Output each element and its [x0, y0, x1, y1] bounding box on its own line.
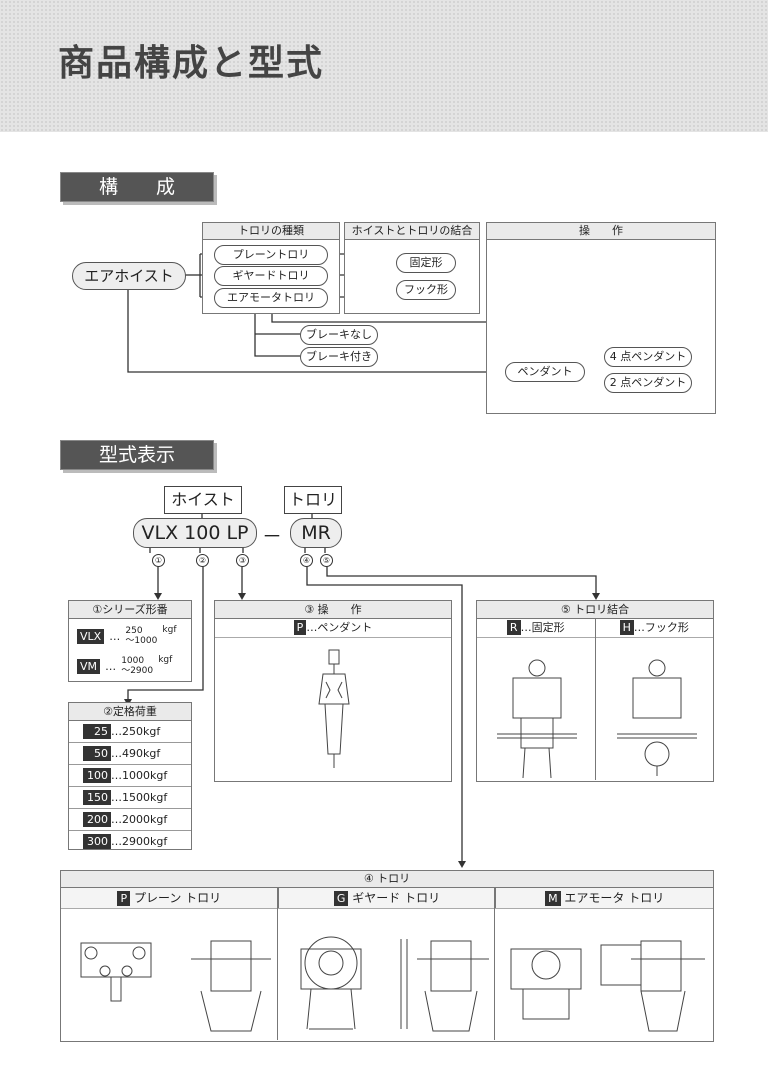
model-code-hoist: VLX 100 LP	[133, 518, 257, 548]
section-heading-model: 型式表示	[60, 440, 214, 470]
trolley-label: トロリ	[284, 486, 342, 514]
capacity-row: 50…490kgf	[69, 743, 191, 765]
header-band	[0, 0, 768, 132]
page-title: 商品構成と型式	[58, 43, 325, 84]
capacity-box: ②定格荷重 25…250kgf 50…490kgf 100…1000kgf 15…	[68, 702, 192, 850]
trolley-detail-header: ④ トロリ	[61, 871, 713, 888]
coupling-fixed-item: R…固定形	[477, 619, 596, 637]
coupling-header: ホイストとトロリの結合	[345, 223, 479, 240]
trolley-drawings	[80, 936, 705, 1032]
series-item-vm: VM … 1000 ～2900 kgf	[77, 655, 189, 676]
trolley-airmotor-item: M エアモータ トロリ	[496, 888, 713, 908]
capacity-row: 200…2000kgf	[69, 809, 191, 831]
coupling-detail-box: ⑤ トロリ結合 R…固定形 H…フック形	[476, 600, 714, 782]
operation-detail-box: ③ 操 作 P…ペンダント	[214, 600, 452, 782]
trolley-detail-box: ④ トロリ P プレーン トロリ G ギヤード トロリ M エアモータ トロリ	[60, 870, 714, 1042]
series-code: VM	[77, 659, 101, 674]
marker-2: ②	[196, 554, 209, 567]
pendant-4point: 4 点ペンダント	[604, 347, 692, 367]
pendant-node: ペンダント	[505, 362, 585, 382]
pendant-drawing	[318, 649, 350, 768]
operation-detail-header: ③ 操 作	[215, 601, 451, 619]
operation-header: 操 作	[487, 223, 715, 240]
capacity-row: 25…250kgf	[69, 721, 191, 743]
series-header: ①シリーズ形番	[69, 601, 191, 619]
series-item-vlx: VLX … 250 ～1000 kgf	[77, 625, 189, 646]
marker-3: ③	[236, 554, 249, 567]
coupling-detail-header: ⑤ トロリ結合	[477, 601, 713, 619]
marker-1: ①	[152, 554, 165, 567]
trolley-type-header: トロリの種類	[203, 223, 339, 240]
series-code: VLX	[77, 629, 105, 644]
brake-with: ブレーキ付き	[300, 347, 378, 367]
trolley-type-plain: プレーントロリ	[214, 245, 328, 265]
trolley-plain-item: P プレーン トロリ	[61, 888, 279, 908]
hoist-label: ホイスト	[164, 486, 242, 514]
trolley-type-airmotor: エアモータトロリ	[214, 288, 328, 308]
marker-5: ⑤	[320, 554, 333, 567]
model-code-dash: －	[262, 524, 282, 548]
marker-4: ④	[300, 554, 313, 567]
section-heading-composition: 構 成	[60, 172, 214, 202]
capacity-header: ②定格荷重	[69, 703, 191, 721]
coupling-hook-item: H…フック形	[596, 619, 714, 637]
series-box: ①シリーズ形番 VLX … 250 ～1000 kgf VM … 1000 ～2…	[68, 600, 192, 682]
pendant-2point: 2 点ペンダント	[604, 373, 692, 393]
brake-none: ブレーキなし	[300, 325, 378, 345]
air-hoist-node: エアホイスト	[72, 262, 186, 290]
model-code-trolley: MR	[290, 518, 342, 548]
operation-detail-item: P…ペンダント	[215, 619, 451, 638]
capacity-row: 150…1500kgf	[69, 787, 191, 809]
capacity-row: 300…2900kgf	[69, 831, 191, 852]
coupling-drawings	[497, 659, 697, 779]
coupling-fixed: 固定形	[396, 253, 456, 273]
capacity-row: 100…1000kgf	[69, 765, 191, 787]
trolley-type-geared: ギヤードトロリ	[214, 266, 328, 286]
coupling-hook: フック形	[396, 280, 456, 300]
trolley-geared-item: G ギヤード トロリ	[279, 888, 497, 908]
